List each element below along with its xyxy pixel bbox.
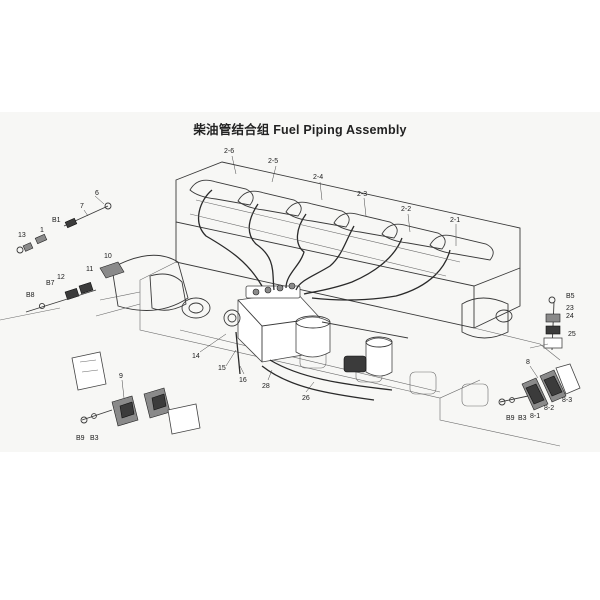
turbocharger-housing (95, 254, 211, 319)
lower-right-clamp-group (498, 363, 581, 411)
diagram-title: 柴油管结合组 Fuel Piping Assembly (193, 123, 407, 137)
callout-b7: B7 (46, 280, 55, 287)
callout-b8: B8 (26, 292, 35, 299)
callout-b9-right: B9 (506, 415, 515, 422)
callout-8: 8 (526, 359, 530, 366)
callout-2-5: 2-5 (268, 158, 278, 165)
callout-24: 24 (566, 313, 574, 320)
callout-b5: B5 (566, 293, 575, 300)
callout-1: 1 (40, 227, 44, 234)
callout-16: 16 (239, 377, 247, 384)
fuel-supply-lines (235, 321, 409, 401)
callout-28: 28 (262, 383, 270, 390)
left-top-clamp-parts (16, 195, 112, 254)
leader-lines (199, 155, 457, 393)
drawing-sheet (0, 112, 600, 452)
callout-14: 14 (192, 353, 200, 360)
lower-left-clamp-group (71, 351, 201, 435)
callout-2-6: 2-6 (224, 148, 234, 155)
callout-10: 10 (104, 253, 112, 260)
callout-2-2: 2-2 (401, 206, 411, 213)
callout-labels: 2-6 2-5 2-4 2-3 2-2 2-1 6 7 B1 1 13 10 1… (18, 148, 576, 442)
callout-23: 23 (566, 305, 574, 312)
callout-b1: B1 (52, 217, 61, 224)
callout-b3-left: B3 (90, 435, 99, 442)
callout-8-3: 8-3 (562, 397, 572, 404)
callout-b3-right: B3 (518, 415, 527, 422)
callout-8-2: 8-2 (544, 405, 554, 412)
left-mid-clamp-parts (0, 261, 125, 321)
callout-12: 12 (57, 274, 65, 281)
callout-25: 25 (568, 331, 576, 338)
callout-15: 15 (218, 365, 226, 372)
callout-11: 11 (86, 266, 93, 273)
callout-13: 13 (18, 232, 26, 239)
callout-2-1: 2-1 (450, 217, 460, 224)
fuel-injection-pump (223, 282, 393, 377)
callout-6: 6 (95, 190, 99, 197)
right-clamp-parts (529, 296, 563, 351)
callout-26: 26 (302, 395, 310, 402)
callout-2-4: 2-4 (313, 174, 323, 181)
callout-9: 9 (119, 373, 123, 380)
injection-pipes (189, 189, 461, 301)
callout-8-1: 8-1 (530, 413, 540, 420)
callout-2-3: 2-3 (357, 191, 367, 198)
callout-b9-left: B9 (76, 435, 85, 442)
engine-block (139, 161, 561, 447)
callout-7: 7 (80, 203, 84, 210)
